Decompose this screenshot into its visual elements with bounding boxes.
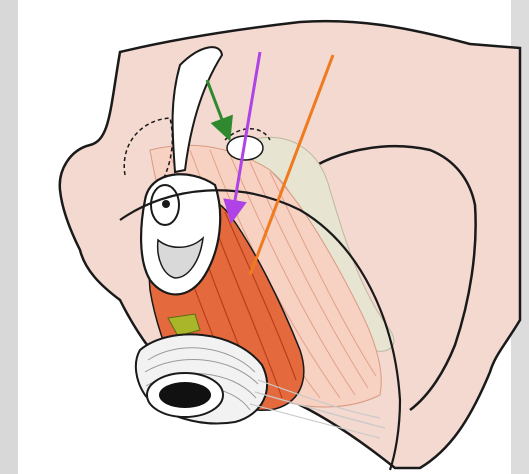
urethra-lumen bbox=[162, 200, 170, 208]
